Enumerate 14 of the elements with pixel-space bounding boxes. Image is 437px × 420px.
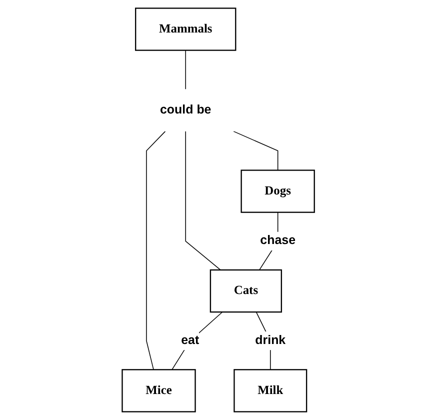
edge-label: eat: [181, 334, 200, 348]
connector: [146, 130, 166, 370]
connector: [233, 130, 278, 171]
node-box: Milk: [234, 369, 308, 412]
connector: [185, 50, 186, 90]
edge-label: chase: [260, 234, 296, 248]
node-box: Dogs: [240, 170, 316, 213]
node-text: could be: [160, 103, 212, 117]
connector: [185, 130, 222, 270]
node-box: Mice: [122, 369, 196, 412]
connector: [172, 312, 223, 370]
edge-label: drink: [255, 334, 286, 348]
node-box: Cats: [210, 269, 282, 313]
node-box: Mammals: [135, 8, 236, 51]
